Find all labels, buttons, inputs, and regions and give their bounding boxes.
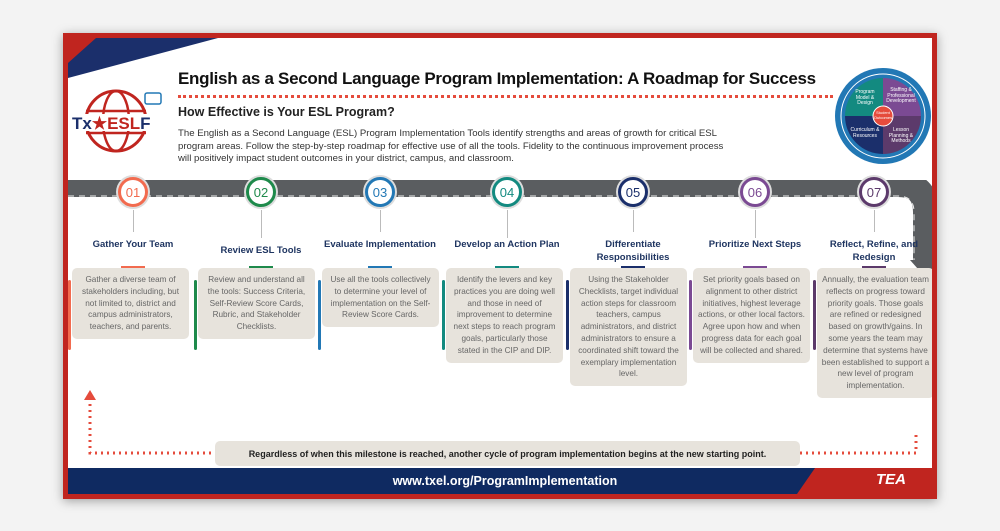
step-title-underline — [495, 266, 519, 268]
svg-text:Tx★ESLF: Tx★ESLF — [72, 114, 151, 133]
step-number-badge: 04 — [492, 177, 522, 207]
step-title: Prioritize Next Steps — [708, 239, 802, 250]
intro-text: The English as a Second Language (ESL) P… — [178, 128, 724, 164]
step-title: Develop an Action Plan — [454, 239, 560, 250]
step-card: Using the Stakeholder Checklists, target… — [566, 268, 687, 387]
step-number-badge: 01 — [118, 177, 148, 207]
step-title-underline — [743, 266, 767, 268]
step-card-accent — [813, 280, 816, 350]
step-description: Use all the tools collectively to determ… — [330, 275, 431, 320]
step-number-badge: 07 — [859, 177, 889, 207]
footer — [68, 468, 932, 494]
step-card-accent — [318, 280, 321, 350]
step-card-accent — [68, 280, 71, 350]
student-outcomes-wheel: Program Model & Design Staffing & Profes… — [833, 66, 932, 166]
wheel-segment-lesson-planning: Lesson Planning & Methods — [888, 127, 914, 145]
step-card: Set priority goals based on alignment to… — [689, 268, 810, 363]
step-description: Identify the levers and key practices yo… — [453, 275, 556, 355]
step-card: Annually, the evaluation team reflects o… — [813, 268, 932, 398]
footer-accent — [797, 468, 932, 494]
step-number-badge: 02 — [246, 177, 276, 207]
wheel-segment-staffing: Staffing & Professional Development — [886, 87, 916, 105]
step-title-underline — [621, 266, 645, 268]
corner-decoration — [68, 38, 218, 78]
step-connector — [380, 210, 381, 232]
step-description: Review and understand all the tools: Suc… — [207, 275, 306, 332]
cycle-note: Regardless of when this milestone is rea… — [215, 441, 800, 466]
infographic: Tx★ESLF English as a Second Language Pro… — [63, 33, 937, 499]
step-description: Using the Stakeholder Checklists, target… — [578, 275, 679, 379]
step-connector — [633, 210, 634, 232]
step-title: Gather Your Team — [92, 239, 174, 250]
step-card: Gather a diverse team of stakeholders in… — [68, 268, 189, 350]
step-number-badge: 03 — [365, 177, 395, 207]
step-connector — [755, 210, 756, 238]
txeslf-logo: Tx★ESLF — [71, 89, 171, 153]
step-title-underline — [862, 266, 886, 268]
step-card-accent — [566, 280, 569, 350]
step-description: Gather a diverse team of stakeholders in… — [82, 275, 179, 332]
step-number-badge: 06 — [740, 177, 770, 207]
wheel-segment-program-model: Program Model & Design — [855, 89, 875, 107]
step-title-underline — [121, 266, 145, 268]
step-description: Set priority goals based on alignment to… — [698, 275, 805, 355]
step-card: Use all the tools collectively to determ… — [318, 268, 439, 350]
step-connector — [507, 210, 508, 238]
cycle-loop-arrow — [84, 390, 918, 455]
step-title-underline — [368, 266, 392, 268]
wheel-center-label: Student Outcomes — [873, 110, 893, 120]
wheel-segment-curriculum: Curriculum & Resources — [850, 127, 880, 139]
page-title: English as a Second Language Program Imp… — [178, 69, 816, 88]
step-connector — [261, 210, 262, 238]
step-title: Evaluate Implementation — [324, 239, 436, 250]
step-title-underline — [249, 266, 273, 268]
step-card: Identify the levers and key practices yo… — [442, 268, 563, 363]
step-card-accent — [689, 280, 692, 350]
step-title: Review ESL Tools — [220, 245, 302, 256]
step-title: Reflect, Refine, and Redesign — [829, 239, 919, 263]
step-connector — [133, 210, 134, 232]
tea-logo: TEA — [876, 471, 906, 488]
step-description: Annually, the evaluation team reflects o… — [821, 275, 930, 391]
step-card-accent — [442, 280, 445, 350]
program-url-link[interactable]: www.txel.org/ProgramImplementation — [392, 474, 618, 488]
subtitle: How Effective is Your ESL Program? — [178, 105, 395, 119]
step-card: Review and understand all the tools: Suc… — [194, 268, 315, 350]
step-card-accent — [194, 280, 197, 350]
title-divider — [178, 95, 833, 98]
step-title: Differentiate Responsibilities — [596, 239, 670, 263]
wheel-graphic — [835, 68, 931, 164]
step-connector — [874, 210, 875, 232]
step-number-badge: 05 — [618, 177, 648, 207]
